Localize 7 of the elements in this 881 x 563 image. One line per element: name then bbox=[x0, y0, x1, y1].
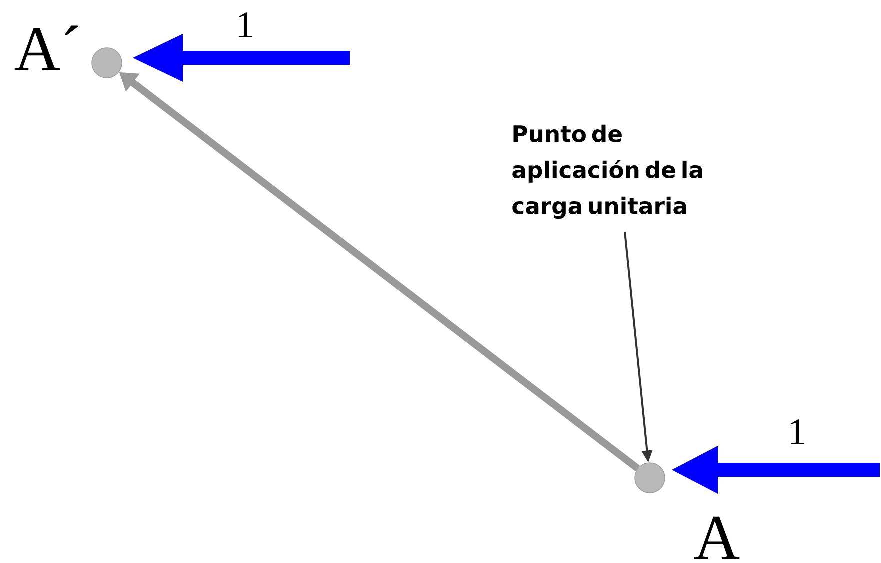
point-ball bbox=[92, 48, 122, 78]
force-value: 1 bbox=[790, 420, 804, 444]
force-value: 1 bbox=[238, 12, 252, 38]
callout-text: Punto de aplicación de la carga unitaria bbox=[512, 124, 702, 220]
point-ball bbox=[634, 462, 666, 494]
point-label: A´ bbox=[14, 26, 78, 70]
point-label: A bbox=[694, 516, 740, 560]
